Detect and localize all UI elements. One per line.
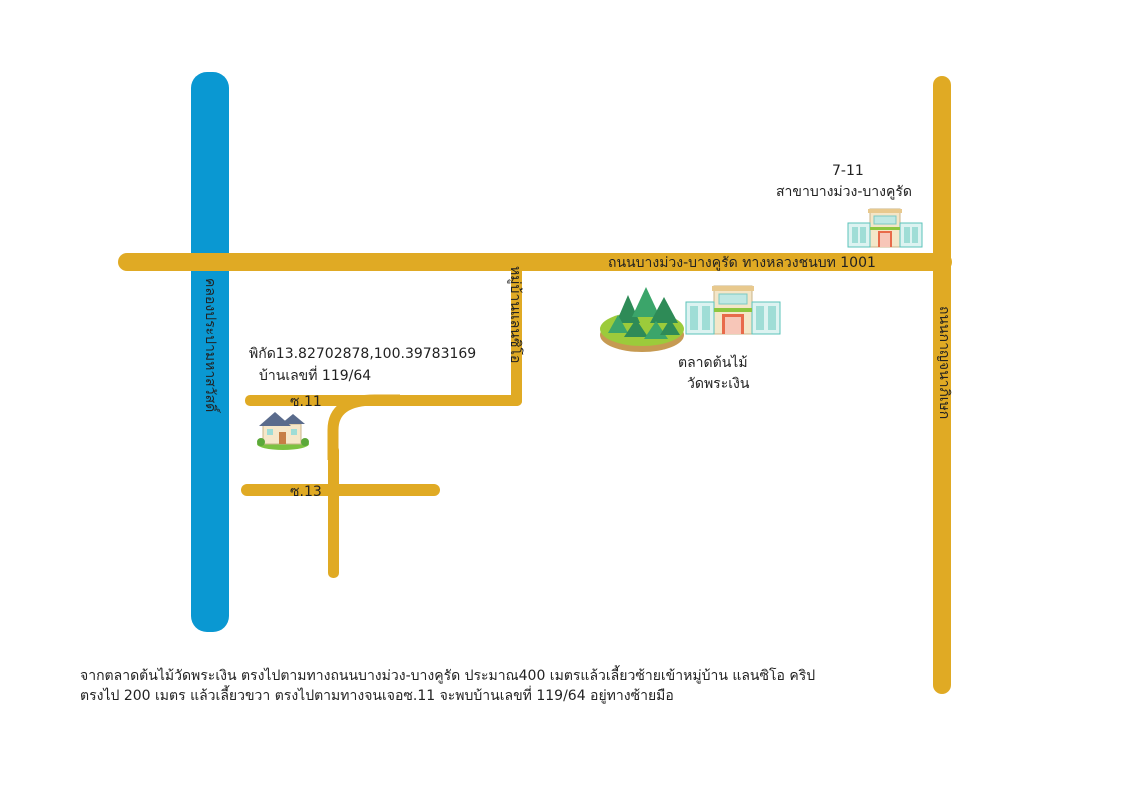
canal	[191, 72, 229, 632]
canal-label: คลองประปามหาสวัสดิ์	[202, 278, 218, 413]
house-coords-label: พิกัด13.82702878,100.39783169	[249, 346, 477, 362]
market-label-1: ตลาดต้นไม้	[678, 355, 748, 371]
seven-eleven-label-2: สาขาบางม่วง-บางคูรัด	[776, 184, 912, 200]
curve-road	[327, 394, 400, 460]
soi-13-road	[241, 484, 440, 496]
seven-eleven-label-1: 7-11	[832, 163, 864, 179]
lower-soi-road	[328, 445, 339, 578]
village-road-label: หมู่บ้านแลนซิโอ	[507, 266, 523, 364]
soi-13-label: ซ.13	[290, 484, 322, 500]
village-road	[511, 262, 522, 406]
market-label-2: วัดพระเงิน	[687, 376, 750, 392]
store-icon	[847, 208, 923, 248]
market-building-icon	[685, 285, 781, 335]
directions-text: จากตลาดต้นไม้วัดพระเงิน ตรงไปตามทางถนนบา…	[80, 666, 815, 706]
house-address-label: บ้านเลขที่ 119/64	[259, 368, 372, 384]
house-icon	[257, 412, 309, 450]
right-road-label: ถนนกาญจนาภิเษก	[936, 306, 952, 420]
main-road	[118, 253, 952, 271]
hill-icon	[600, 287, 684, 352]
directions-line-1: จากตลาดต้นไม้วัดพระเงิน ตรงไปตามทางถนนบา…	[80, 668, 816, 684]
right-road	[933, 76, 951, 694]
main-road-label: ถนนบางม่วง-บางคูรัด ทางหลวงชนบท 1001	[608, 255, 876, 271]
directions-line-2: ตรงไป 200 เมตร แล้วเลี้ยวขวา ตรงไปตามทาง…	[80, 688, 674, 704]
soi-11-label: ซ.11	[290, 394, 322, 410]
